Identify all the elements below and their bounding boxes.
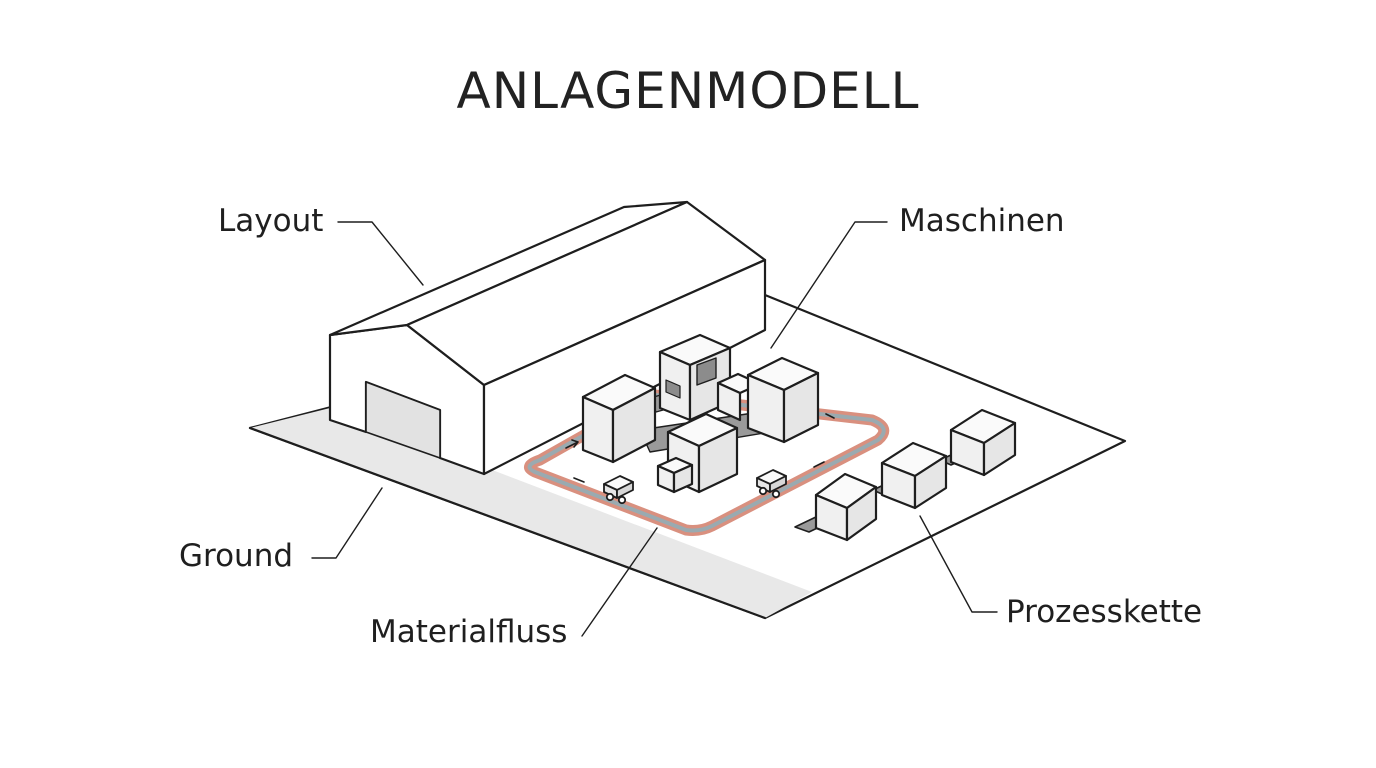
label-ground: Ground [179,538,294,574]
process-station-2 [880,441,948,510]
label-prozesskette: Prozesskette [1006,594,1203,630]
label-maschinen: Maschinen [899,203,1065,239]
transport-cart-right [756,469,787,499]
machine-small-box [656,456,694,494]
leader-layout [337,221,424,286]
machine-right [746,356,820,444]
leader-ground [311,487,383,559]
label-materialfluss: Materialfluss [370,614,568,650]
transport-cart-left [603,475,634,505]
ground-road [250,408,812,618]
flow-arrows [565,413,835,483]
process-station-1 [814,472,878,542]
page-title: ANLAGENMODELL [456,62,920,120]
label-layout: Layout [218,203,324,239]
hall-gate [365,381,441,459]
leader-lines [311,221,998,637]
hall-side-wall [482,258,767,476]
leader-materialfluss [581,527,658,637]
leader-prozesskette [919,515,998,613]
machine-left [581,373,657,464]
leader-maschinen [770,221,888,349]
process-station-3 [949,408,1017,477]
material-flow-loop-inner [527,393,886,533]
